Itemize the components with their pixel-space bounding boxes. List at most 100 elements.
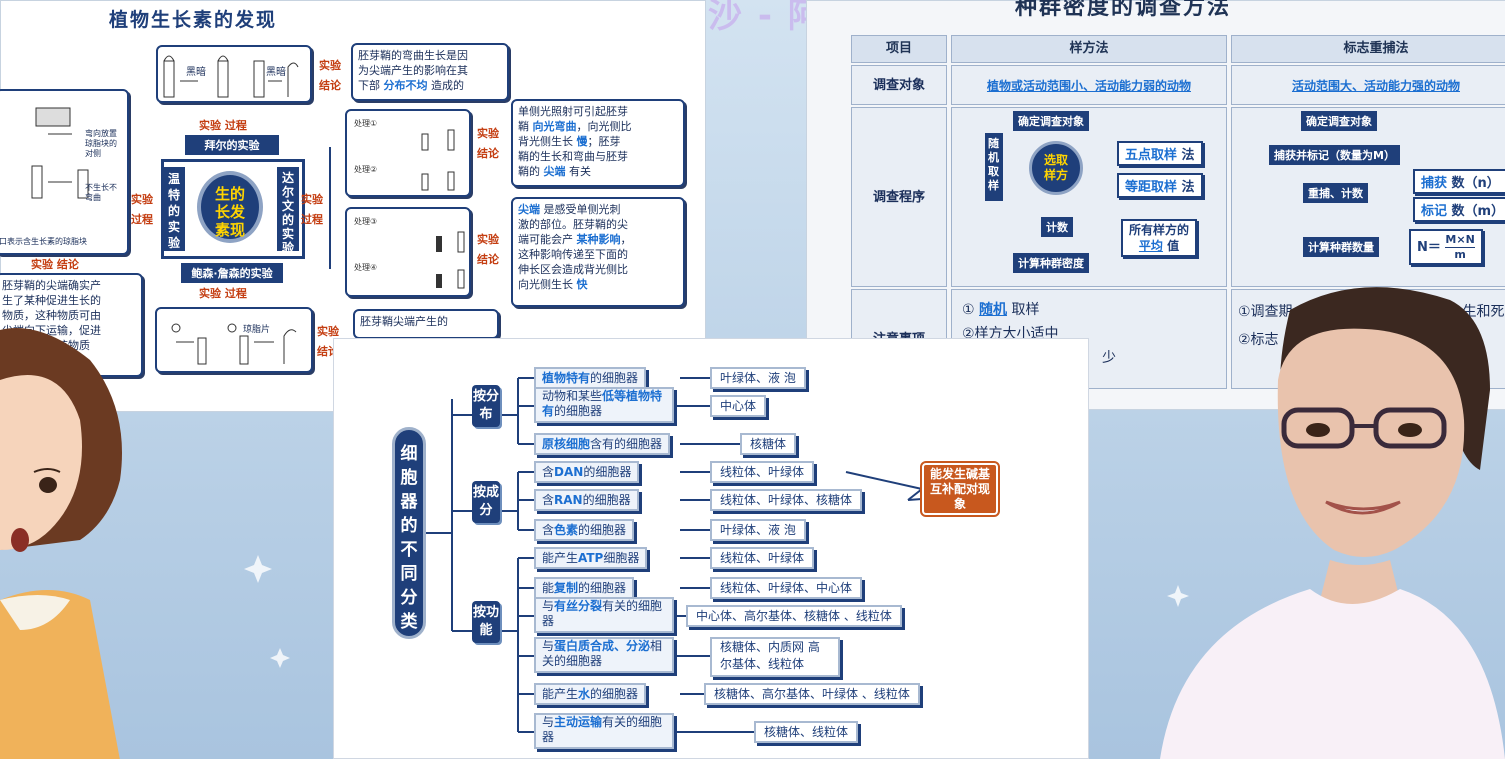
criterion-keyword: 主动运输 <box>554 715 603 729</box>
category-2: 按功能 <box>472 601 500 643</box>
c5-l2: 生了某种促进生长的 <box>2 294 101 307</box>
light-sketch-icon-2: 处理③ 处理④ <box>354 216 465 289</box>
row3-b1: ①调查期 <box>1238 304 1293 320</box>
criterion-prefix: 与 <box>542 639 555 653</box>
conclusion-1-line2: 为尖端产生的影响在其 <box>358 64 468 77</box>
label-shiyan-right: 实验 <box>301 193 323 206</box>
q-select-text: 选取样方 <box>1043 153 1068 182</box>
cross-frame <box>161 159 305 259</box>
svg-text:处理①: 处理① <box>354 118 377 128</box>
c2-l3c: ；胚芽 <box>587 135 621 148</box>
q-five-point-a: 五点取样 <box>1125 148 1178 163</box>
criterion-suffix: 的细胞器 <box>590 371 639 385</box>
darwin-experiment-label: 达尔文的实验 <box>277 167 299 255</box>
row3-a2: 随机 <box>979 302 1008 318</box>
organelle-answer: 线粒体、叶绿体 <box>710 461 815 483</box>
criterion-keyword: 有丝分裂 <box>554 599 603 613</box>
criterion-prefix: 含 <box>542 465 555 479</box>
q-average-c: 值 <box>1167 239 1180 253</box>
organelle-criterion: 能产生水的细胞器 <box>534 683 647 705</box>
organelle-criterion: 植物特有的细胞器 <box>534 367 647 389</box>
m-step-recapture: 重捕、计数 <box>1303 183 1368 203</box>
organelle-answer: 核糖体、内质网 高尔基体、线粒体 <box>710 637 840 677</box>
m-formula-den: m <box>1454 248 1466 261</box>
went-experiment-label: 温特的实验 <box>163 167 185 251</box>
c2-l5b: 尖端 <box>543 165 566 178</box>
label-shiyan-d1: 实验 <box>477 127 499 140</box>
q-calc-density: 计算种群密度 <box>1013 253 1089 273</box>
dark-label-a: 黑暗 <box>186 67 206 78</box>
c2-l5a: 鞘的 <box>518 165 544 178</box>
svg-text:处理④: 处理④ <box>354 262 377 272</box>
label-jielun: 结论 <box>319 79 341 92</box>
label-guocheng-right: 过程 <box>301 213 323 226</box>
criterion-prefix: 能产生 <box>542 551 579 565</box>
slide-title: 植物生长素的发现 <box>109 9 278 31</box>
row3-b3: ②标志 <box>1238 332 1279 348</box>
darwin-diagram-1: 处理① 处理② <box>345 109 471 197</box>
row1-label: 调查对象 <box>872 78 925 93</box>
c2-l3b: 慢 <box>576 135 588 148</box>
organelle-criterion: 含色素的细胞器 <box>534 519 635 541</box>
svg-text:处理③: 处理③ <box>354 216 377 226</box>
base-pairing-note-text: 能发生碱基互补配对现象 <box>930 467 991 511</box>
q-average-b: 平均 <box>1138 239 1163 253</box>
criterion-suffix: 含有的细胞器 <box>590 437 663 451</box>
c2-l3a: 背光侧生长 <box>518 135 577 148</box>
teacher-video <box>1160 287 1505 759</box>
m-captured-a: 捕获 <box>1421 176 1448 191</box>
c3-l3c: ， <box>620 233 632 246</box>
criterion-prefix: 含 <box>542 493 555 507</box>
m-captured-b: 数（n） <box>1451 176 1500 191</box>
m-marked-b: 数（m） <box>1451 204 1505 219</box>
criterion-suffix: 的细胞器 <box>578 523 627 537</box>
c3-l3b: 某种影响 <box>576 233 621 246</box>
bracket-line <box>329 147 331 269</box>
q-five-point-b: 法 <box>1181 148 1195 163</box>
agar-slice-label: 琼脂片 <box>243 325 271 335</box>
criterion-prefix: 与 <box>542 599 555 613</box>
organelle-criterion: 动物和某些低等植物特有的细胞器 <box>534 387 674 423</box>
criterion-prefix: 与 <box>542 715 555 729</box>
went-diagram: 弯向放置琼脂块的对侧 不生长不弯曲 口表示含生长素的琼脂块 <box>0 89 129 255</box>
c2-l1: 单侧光照射可引起胚芽 <box>518 105 628 118</box>
criterion-suffix: 的细胞器 <box>578 581 627 595</box>
criterion-prefix: 能 <box>542 581 555 595</box>
criterion-suffix: 有关的细胞器 <box>542 599 663 628</box>
conclusion-box-3: 尖端 是感受单侧光刺 激的部位。胚芽鞘的尖 端可能会产 某种影响， 这种影响传递… <box>511 197 685 307</box>
row1-a: 植物或活动范围小、活动能力弱的动物 <box>986 79 1191 93</box>
organelle-classification-slide: 细胞器的不同分类 按分布植物特有的细胞器叶绿体、液 泡动物和某些低等植物特有的细… <box>333 338 1089 759</box>
organelle-answer: 中心体 <box>710 395 767 417</box>
criterion-keyword: ATP <box>578 551 604 565</box>
c3-l6a: 向光侧生长 <box>518 278 577 291</box>
light-sketch-icon: 处理① 处理② <box>354 118 455 191</box>
organelle-answer: 核糖体、高尔基体、叶绿体 、线粒体 <box>704 683 920 705</box>
q-step-random-text: 随机取样 <box>988 137 999 192</box>
criterion-keyword: RAN <box>554 493 583 507</box>
q-equidistant: 等距取样 法 <box>1117 173 1203 198</box>
tree-connector-lines <box>426 377 923 733</box>
svg-text:处理②: 处理② <box>354 164 377 174</box>
conclusion-box-2: 单侧光照射可引起胚芽 鞘 向光弯曲，向光侧比 背光侧生长 慢；胚芽 鞘的生长和弯… <box>511 99 685 187</box>
c3-l6b: 快 <box>576 278 588 291</box>
criterion-suffix: 相关的细胞器 <box>542 639 663 668</box>
c3-l2: 激的部位。胚芽鞘的尖 <box>518 218 628 231</box>
went-note-a: 弯向放置琼脂块的对侧 <box>85 129 117 158</box>
criterion-keyword: 低等植物特有 <box>542 389 663 418</box>
criterion-keyword: 蛋白质合成、分泌 <box>554 639 651 653</box>
category-0: 按分布 <box>472 385 500 427</box>
label-shiyan-guocheng: 实验 过程 <box>199 119 247 132</box>
q-average: 所有样方的 平均 值 <box>1121 219 1198 257</box>
m-calc-number: 计算种群数量 <box>1303 237 1379 257</box>
right-slide-title: 种群密度的调查方法 <box>1015 0 1232 20</box>
connector-line <box>845 471 923 490</box>
organelle-criterion: 与主动运输有关的细胞器 <box>534 713 674 749</box>
criterion-suffix: 的细胞器 <box>554 404 603 418</box>
bayer-experiment-label: 拜尔的实验 <box>185 135 279 155</box>
organelle-answer: 线粒体、叶绿体、中心体 <box>710 577 863 599</box>
conclusion-1-keyword: 分布不均 <box>383 79 428 92</box>
root-node-text: 细胞器的不同分类 <box>400 444 418 632</box>
q-five-point: 五点取样 法 <box>1117 141 1203 166</box>
c3-l4: 这种影响传递至下面的 <box>518 248 628 261</box>
